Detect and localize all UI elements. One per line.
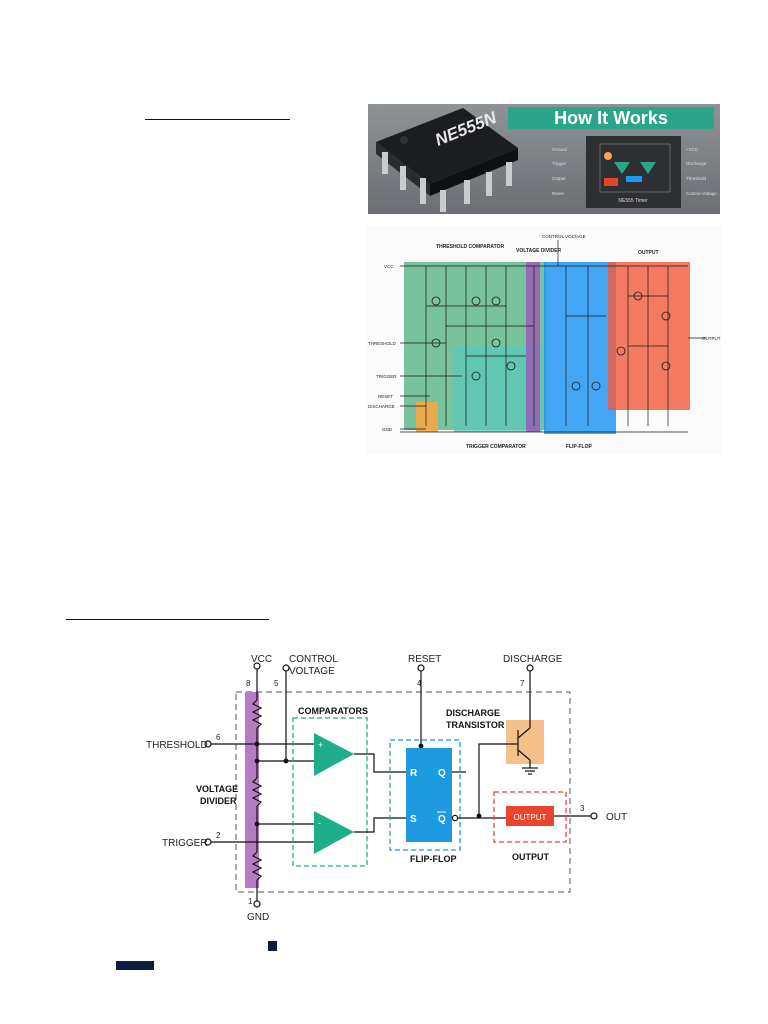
mini-pin-label: Trigger (552, 161, 567, 166)
pin-number-discharge: 7 (520, 679, 525, 688)
ff-qbar-pin: Q (438, 814, 446, 825)
control-voltage-label: CONTROL VOLTAGE (542, 234, 586, 239)
ff-r-pin: R (410, 768, 418, 779)
ff-q-pin: Q (438, 768, 446, 779)
section-label-threshold-comparator: THRESHOLD COMPARATOR (436, 244, 504, 250)
pin-number-reset: 4 (417, 679, 422, 688)
output-wiring (458, 743, 592, 819)
mini-chip-name: NE555 Timer (618, 198, 648, 204)
flip-flop-region (544, 262, 616, 434)
comparators-label: COMPARATORS (298, 706, 368, 716)
flip-flop-block (406, 748, 452, 842)
banner-background (508, 107, 714, 129)
threshold-comparator (314, 733, 354, 776)
section-label-trigger-comparator: TRIGGER COMPARATOR (466, 444, 526, 450)
control-label-1: CONTROL (289, 654, 338, 665)
voltage-divider-label-2: DIVIDER (200, 796, 237, 806)
small-square-marker (268, 941, 277, 951)
ne555-photo: NE555N How It Works NE555 Timer Ground T… (368, 104, 720, 214)
threshold-label: THRESHOLD (146, 740, 208, 751)
mini-pin-label: Ground (552, 147, 568, 152)
discharge-label: DISCHARGE (503, 654, 563, 665)
voltage-divider-label-1: VOLTAGE (196, 784, 238, 794)
vcc-label: VCC (251, 654, 272, 665)
discharge-transistor-label-2: TRANSISTOR (446, 720, 505, 730)
section-label-flip-flop: FLIP-FLOP (566, 444, 592, 450)
internal-schematic: THRESHOLD COMPARATOR VOLTAGE DIVIDER OUT… (366, 226, 722, 454)
comparator-outputs (354, 753, 406, 833)
comparator-plus-sign: + (318, 740, 323, 750)
section-label-output: OUTPUT (638, 250, 659, 256)
discharge-label: DISCHARGE (368, 404, 395, 409)
output-section-label: OUTPUT (512, 852, 550, 862)
block-diagram: + - R Q S Q (130, 648, 630, 926)
chip-illustration (376, 108, 518, 212)
output-section-box (493, 791, 567, 843)
comparators-box (292, 717, 368, 867)
discharge-transistor-label-1: DISCHARGE (446, 708, 500, 718)
junction-dots (254, 741, 482, 827)
mini-pin-label: Control Voltage (686, 191, 717, 196)
vcc-label: VCC (384, 264, 394, 269)
heading-underline-top (145, 119, 290, 120)
flip-flop-label: FLIP-FLOP (410, 854, 457, 864)
mini-pin-label: Discharge (686, 161, 707, 166)
footer-bar (116, 961, 154, 970)
pin-number-gnd: 1 (248, 897, 253, 906)
out-label: OUT (606, 812, 627, 823)
discharge-transistor-box (506, 720, 544, 764)
transistor-symbol (506, 670, 538, 775)
mini-pin-label: Output (552, 176, 566, 181)
mini-pin-label: +VCC (686, 147, 699, 152)
transistor-symbols (431, 291, 671, 391)
reset-label: RESET (378, 394, 393, 399)
chip-boundary (235, 691, 571, 893)
gnd-label: GND (247, 912, 269, 923)
discharge-region (416, 402, 438, 432)
pin-number-threshold: 6 (216, 733, 221, 742)
voltage-divider-region (526, 262, 540, 432)
pin-number-vcc: 8 (246, 679, 251, 688)
gnd-label: GND (382, 427, 393, 432)
reset-label: RESET (408, 654, 441, 665)
threshold-label: THRESHOLD (368, 341, 397, 346)
comparator-minus-sign: - (318, 818, 321, 828)
flip-flop-box (389, 739, 461, 851)
circuit-wiring (400, 240, 706, 433)
ff-s-pin: S (410, 814, 417, 825)
trigger-label: TRIGGER (162, 838, 208, 849)
mini-pin-label: Threshold (686, 176, 707, 181)
heading-underline-bottom (66, 619, 269, 620)
mini-diagram-card (586, 136, 681, 208)
pin-number-out: 3 (580, 804, 585, 813)
trigger-label: TRIGGER (376, 374, 397, 379)
trigger-comparator (314, 811, 354, 854)
control-label-2: VOLTAGE (289, 666, 335, 677)
divider-resistors (251, 668, 263, 902)
output-region (608, 262, 690, 410)
pin-number-trigger: 2 (216, 831, 221, 840)
pin-number-control: 5 (274, 679, 279, 688)
section-label-voltage-divider: VOLTAGE DIVIDER (516, 248, 561, 254)
output-block (506, 806, 554, 826)
output-pin-label: OUTPUT (702, 336, 721, 341)
mini-pin-label: Reset (552, 191, 565, 196)
banner-title: How It Works (554, 108, 668, 128)
output-block-label: OUTPUT (514, 813, 547, 822)
